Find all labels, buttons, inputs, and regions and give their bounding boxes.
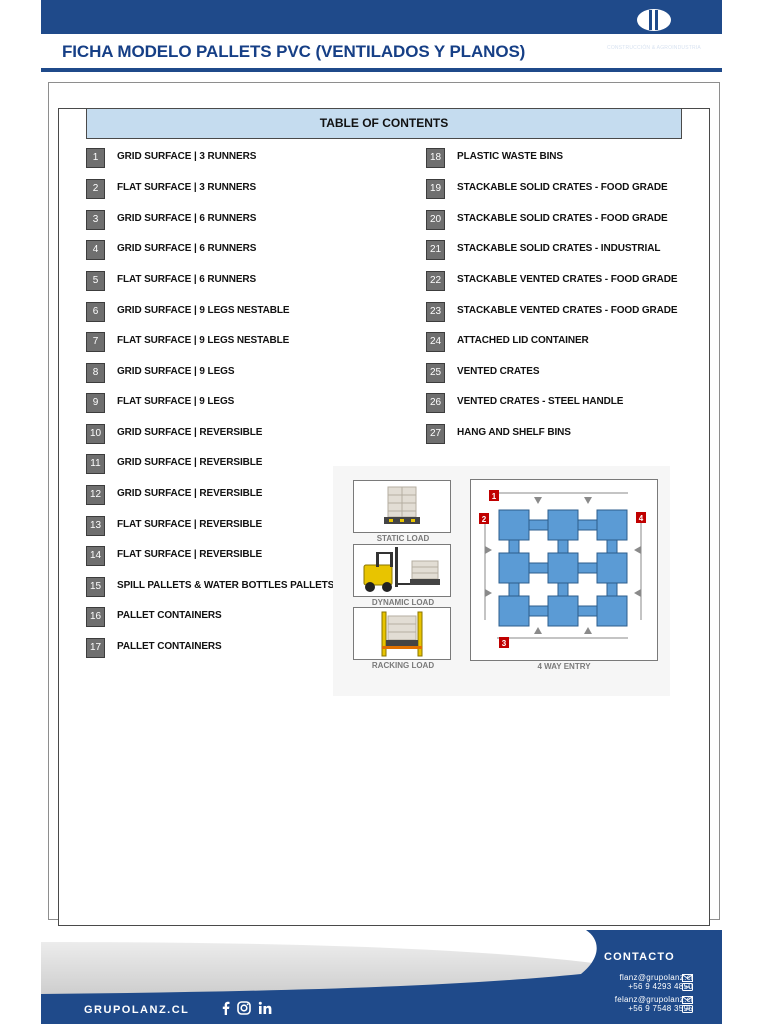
logo-mark-icon [637,9,671,31]
racking-load-panel [353,607,451,660]
toc-item-label: ATTACHED LID CONTAINER [457,335,589,346]
toc-item-label: GRID SURFACE | REVERSIBLE [117,457,263,468]
toc-item-label: GRID SURFACE | REVERSIBLE [117,427,263,438]
logo-name: GRUPO LANZ [613,32,695,45]
static-load-label: STATIC LOAD [376,534,430,543]
footer-swoosh [41,930,722,1024]
toc-item-number: 11 [86,454,105,474]
website-link[interactable]: GRUPOLANZ.CL [84,1004,190,1016]
pallet-load-diagram: STATIC LOAD DYNAMIC LOAD [333,466,670,696]
toc-item-label: FLAT SURFACE | 3 RUNNERS [117,182,257,193]
toc-item-number: 25 [426,363,445,383]
toc-item-number: 7 [86,332,105,352]
toc-item-number: 20 [426,210,445,230]
footer [41,930,722,1024]
toc-item-number: 1 [86,148,105,168]
entry-marker-2-label: 2 [482,515,487,524]
toc-item-label: FLAT SURFACE | REVERSIBLE [117,519,263,530]
entry-marker-1-label: 1 [492,492,497,501]
toc-item-number: 12 [86,485,105,505]
toc-item-label: PALLET CONTAINERS [117,641,222,652]
toc-item-number: 2 [86,179,105,199]
linkedin-icon[interactable] [257,1000,273,1016]
toc-item-label: GRID SURFACE | 9 LEGS NESTABLE [117,305,290,316]
phone-icon [682,1005,693,1013]
toc-item-number: 15 [86,577,105,597]
four-way-entry-panel: 1 2 3 4 [470,479,658,661]
contact-email-1[interactable]: flanz@grupolanz.cl [619,973,693,982]
entry-marker-3-label: 3 [502,639,507,648]
toc-item-label: VENTED CRATES [457,366,540,377]
contact-phone-2[interactable]: +56 9 7548 3595 [628,1004,693,1013]
instagram-icon[interactable] [236,1000,252,1016]
mail-icon [682,996,693,1004]
contact-email-2[interactable]: felanz@grupolanz.cl [614,995,693,1004]
toc-item-label: FLAT SURFACE | 9 LEGS [117,396,235,407]
toc-item-label: VENTED CRATES - STEEL HANDLE [457,396,624,407]
facebook-icon[interactable] [218,1000,234,1016]
racking-load-label: RACKING LOAD [371,661,435,670]
four-way-entry-diagram: 1 2 3 4 [479,490,646,648]
toc-item-number: 23 [426,302,445,322]
toc-item-label: STACKABLE SOLID CRATES - FOOD GRADE [457,182,668,193]
racking-load-icon [381,611,423,657]
toc-item-label: HANG AND SHELF BINS [457,427,571,438]
toc-item-label: GRID SURFACE | 3 RUNNERS [117,151,257,162]
phone-icon [682,983,693,991]
contact-phone-1[interactable]: +56 9 4293 4850 [628,982,693,991]
toc-item-label: STACKABLE VENTED CRATES - FOOD GRADE [457,274,678,285]
toc-item-label: STACKABLE VENTED CRATES - FOOD GRADE [457,305,678,316]
toc-item-number: 10 [86,424,105,444]
logo-tagline: CONSTRUCCIÓN & AGROINDUSTRIA [607,45,701,51]
toc-item-label: GRID SURFACE | 9 LEGS [117,366,235,377]
entry-marker-2 [479,513,489,524]
toc-item-label: PLASTIC WASTE BINS [457,151,563,162]
toc-item-number: 19 [426,179,445,199]
page-title: FICHA MODELO PALLETS PVC (VENTILADOS Y P… [62,42,526,61]
toc-item-number: 3 [86,210,105,230]
toc-item-number: 6 [86,302,105,322]
toc-item-number: 14 [86,546,105,566]
toc-item-label: GRID SURFACE | 6 RUNNERS [117,213,257,224]
entry-marker-4 [636,512,646,523]
toc-item-number: 8 [86,363,105,383]
four-way-entry-label: 4 WAY ENTRY [537,662,591,671]
toc-item-number: 21 [426,240,445,260]
toc-item-number: 17 [86,638,105,658]
toc-item-number: 27 [426,424,445,444]
mail-icon [682,974,693,982]
toc-item-number: 24 [426,332,445,352]
company-logo: GRUPO LANZ CONSTRUCCIÓN & AGROINDUSTRIA [594,8,714,60]
header-band [41,0,722,34]
toc-item-number: 22 [426,271,445,291]
toc-item-label: STACKABLE SOLID CRATES - FOOD GRADE [457,213,668,224]
toc-title: TABLE OF CONTENTS [86,108,682,139]
dynamic-load-label: DYNAMIC LOAD [371,598,435,607]
toc-item-number: 18 [426,148,445,168]
toc-item-label: PALLET CONTAINERS [117,610,222,621]
toc-item-label: FLAT SURFACE | 9 LEGS NESTABLE [117,335,290,346]
title-rule [41,68,722,72]
toc-item-number: 13 [86,516,105,536]
static-load-panel [353,480,451,533]
forklift-icon [363,547,440,592]
toc-item-number: 4 [86,240,105,260]
entry-marker-4-label: 4 [639,514,644,523]
entry-marker-3 [499,637,509,648]
static-load-icon [384,486,420,524]
toc-item-label: GRID SURFACE | 6 RUNNERS [117,243,257,254]
entry-marker-1 [489,490,499,501]
toc-item-label: STACKABLE SOLID CRATES - INDUSTRIAL [457,243,661,254]
toc-item-number: 16 [86,607,105,627]
contact-title: CONTACTO [604,951,675,963]
toc-item-number: 9 [86,393,105,413]
toc-item-label: GRID SURFACE | REVERSIBLE [117,488,263,499]
toc-item-label: FLAT SURFACE | REVERSIBLE [117,549,263,560]
toc-item-number: 26 [426,393,445,413]
dynamic-load-panel [353,544,451,597]
toc-item-label: SPILL PALLETS & WATER BOTTLES PALLETS [117,580,335,591]
toc-item-label: FLAT SURFACE | 6 RUNNERS [117,274,257,285]
toc-item-number: 5 [86,271,105,291]
